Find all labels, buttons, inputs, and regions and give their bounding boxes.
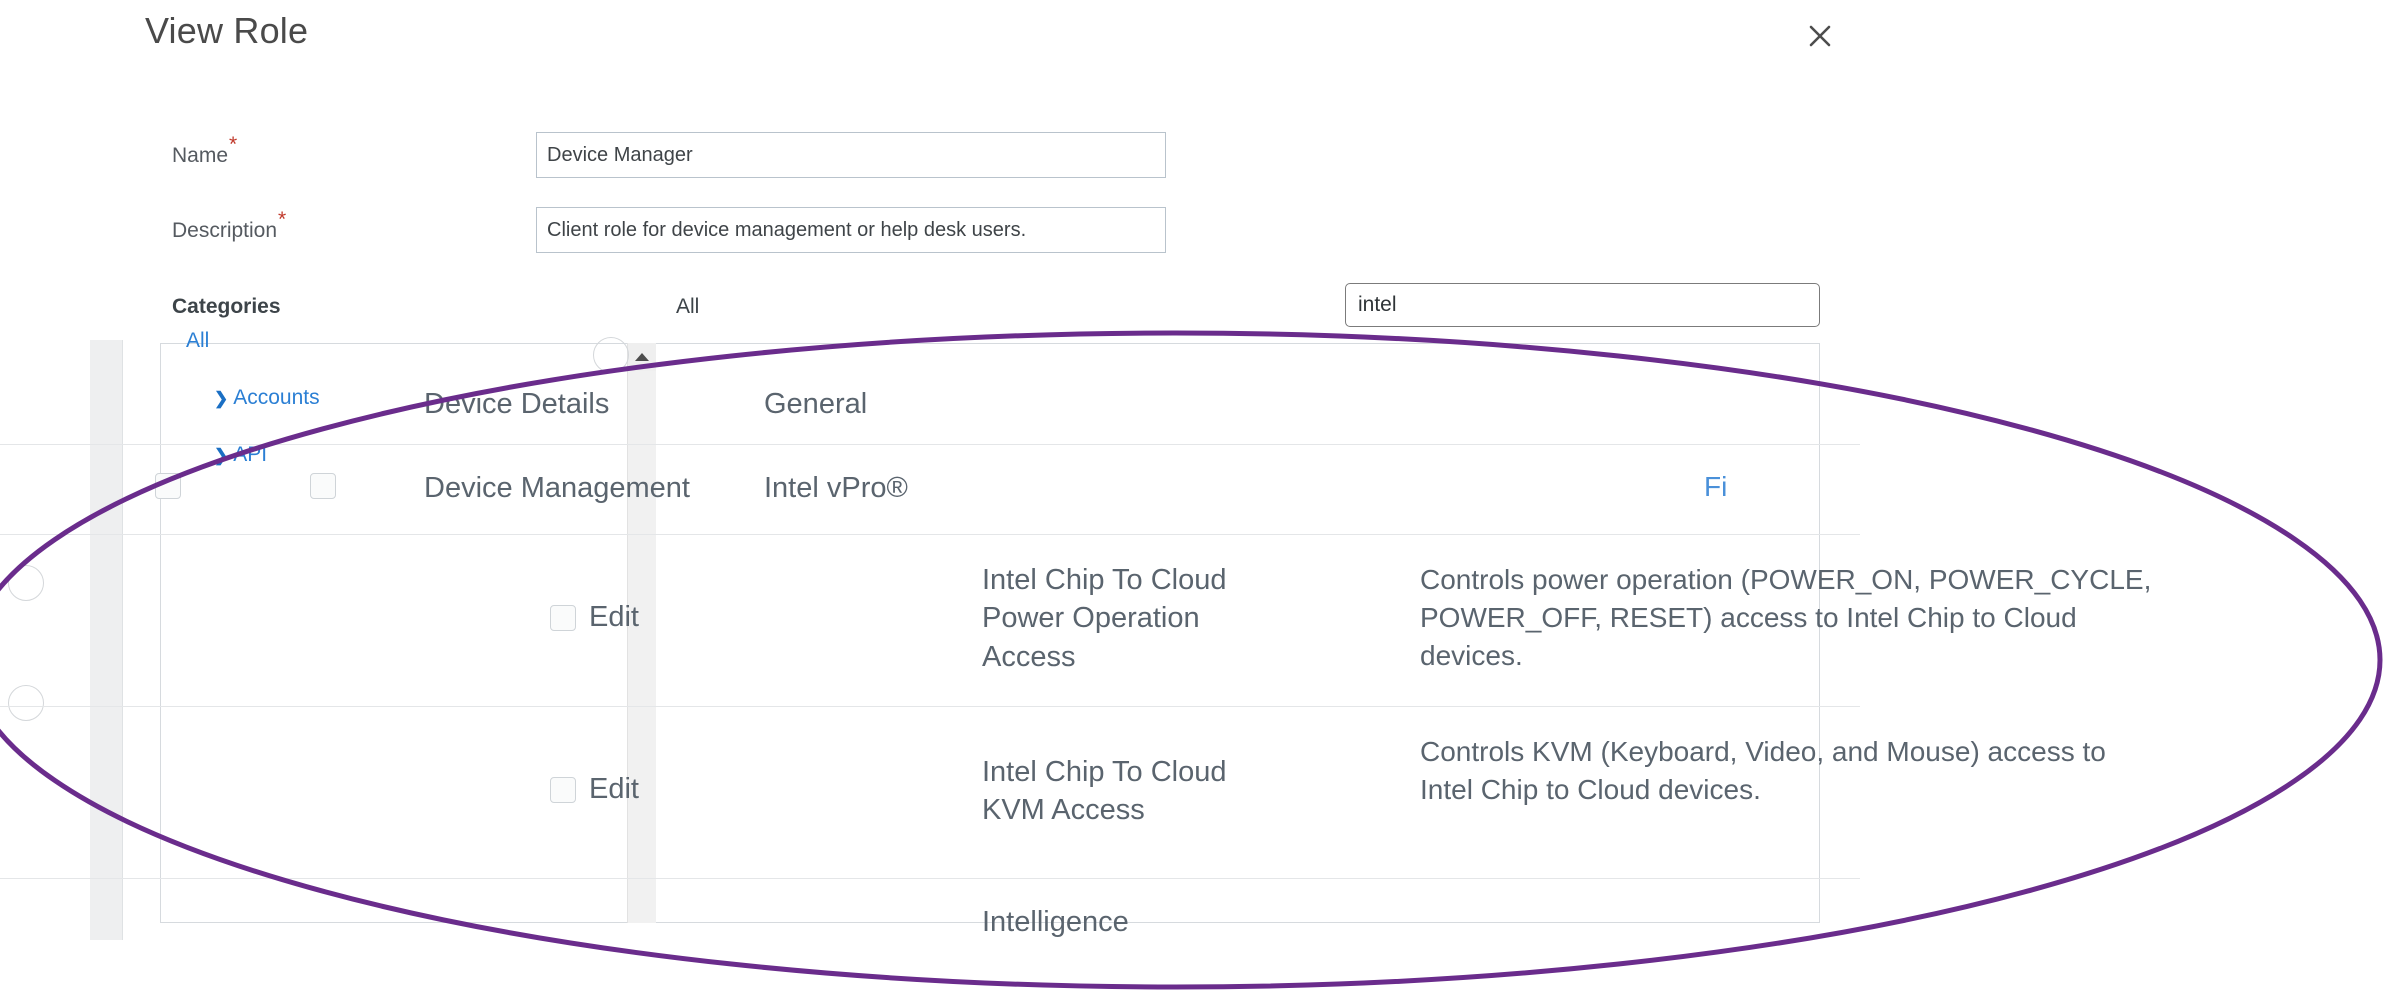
table-cell-name: Intel vPro® (764, 472, 908, 504)
table-cell-category: Device Management (424, 472, 690, 504)
table-cell-action[interactable]: Edit (550, 773, 810, 806)
category-tree-item-label: All (186, 329, 210, 352)
table-cell-description: Controls power operation (POWER_ON, POWE… (1420, 564, 2152, 672)
page-title: View Role (145, 10, 309, 51)
description-field-row: Description* (0, 207, 1860, 255)
categories-label: Categories (172, 295, 281, 318)
checkbox-icon[interactable] (310, 473, 336, 499)
table-cell-name: General (764, 388, 868, 420)
permissions-table: Device Details General Device Management… (0, 355, 2151, 969)
name-input[interactable] (536, 132, 1166, 178)
table-cell-checkbox-all[interactable] (155, 473, 245, 499)
checkbox-icon[interactable] (155, 473, 181, 499)
table-cell-description: Controls KVM (Keyboard, Video, and Mouse… (1420, 736, 2106, 806)
table-cell-name: Intelligence (982, 906, 1129, 938)
required-marker: * (229, 133, 238, 156)
table-cell-checkbox-view[interactable] (310, 473, 400, 499)
description-label: Description* (172, 207, 286, 255)
category-tree-item-all[interactable]: All (186, 329, 209, 353)
all-column-label: All (676, 295, 700, 318)
close-icon[interactable] (1790, 8, 1850, 64)
table-cell-filter-link[interactable]: Fi (1704, 471, 1728, 502)
checkbox-icon[interactable] (550, 776, 576, 803)
edit-action-label: Edit (589, 601, 639, 633)
name-label: Name* (172, 132, 237, 180)
table-cell-action[interactable]: Edit (550, 601, 810, 634)
search-input[interactable] (1345, 283, 1820, 327)
table-row[interactable]: Edit Intel Chip To Cloud Power Operation… (0, 535, 2151, 707)
table-row[interactable]: Intelligence (0, 879, 1860, 969)
table-cell-name: Intel Chip To Cloud KVM Access (982, 756, 1227, 827)
table-cell-name: Intel Chip To Cloud Power Operation Acce… (982, 564, 1227, 673)
name-field-row: Name* (0, 132, 1860, 180)
required-marker: * (278, 208, 287, 231)
name-label-text: Name (172, 144, 229, 167)
description-input[interactable] (536, 207, 1166, 253)
edit-action-label: Edit (589, 773, 639, 805)
table-row[interactable]: Device Details General (0, 355, 1860, 445)
table-row[interactable]: Device Management Intel vPro® Fi (0, 445, 1860, 535)
view-role-dialog: View Role Name* Description* Categories … (0, 8, 2152, 969)
table-cell-category: Device Details (424, 388, 610, 420)
table-row[interactable]: Edit Intel Chip To Cloud KVM Access Cont… (0, 707, 2106, 879)
description-label-text: Description (172, 219, 278, 242)
checkbox-icon[interactable] (550, 604, 576, 631)
